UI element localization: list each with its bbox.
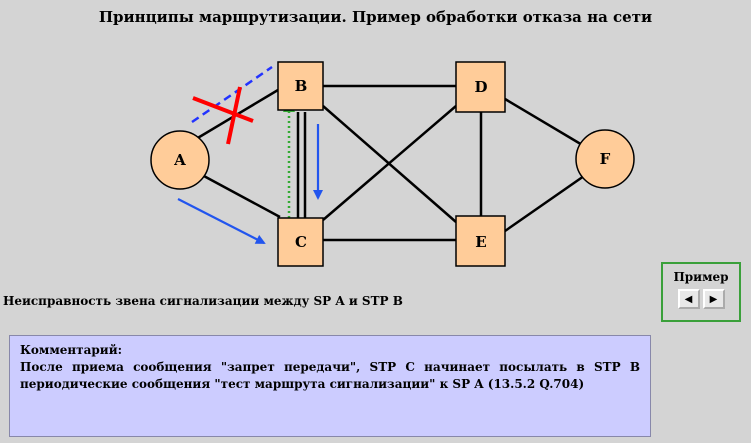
links [191, 65, 585, 242]
node-e: E [455, 215, 506, 267]
arrow-a-to-c [177, 198, 266, 244]
comment-heading: Комментарий: [20, 343, 123, 357]
node-a-label: A [173, 151, 186, 169]
node-d-label: D [474, 78, 487, 96]
triangle-right-icon: ▶ [709, 293, 718, 305]
node-c-label: C [295, 233, 307, 251]
link-d-f [504, 97, 585, 148]
next-button[interactable]: ▶ [702, 289, 725, 309]
node-f: F [575, 129, 635, 189]
link-a-b-failed [191, 65, 273, 124]
node-e-label: E [475, 233, 486, 251]
page-title: Принципы маршрутизации. Пример обработки… [98, 8, 653, 26]
node-d: D [455, 61, 506, 113]
link-c-d [322, 105, 457, 221]
link-a-c [201, 173, 281, 219]
comment-body: После приема сообщения "запрет передачи"… [20, 360, 640, 391]
example-title: Пример [673, 270, 729, 284]
example-nav: ◀ ▶ [663, 289, 739, 309]
node-b: B [277, 61, 324, 111]
link-e-f [504, 174, 585, 233]
node-f-label: F [600, 150, 611, 168]
node-a: A [150, 130, 210, 190]
network-diagram: A B C D E F [150, 61, 635, 267]
failure-cross-icon [192, 86, 254, 145]
node-c: C [277, 217, 324, 267]
triangle-left-icon: ◀ [684, 293, 693, 305]
example-panel: Пример ◀ ▶ [661, 262, 741, 322]
node-b-label: B [295, 77, 308, 95]
prev-button[interactable]: ◀ [677, 289, 700, 309]
comment-box: Комментарий: После приема сообщения "зап… [9, 335, 651, 437]
status-text: Неисправность звена сигнализации между S… [3, 294, 403, 308]
